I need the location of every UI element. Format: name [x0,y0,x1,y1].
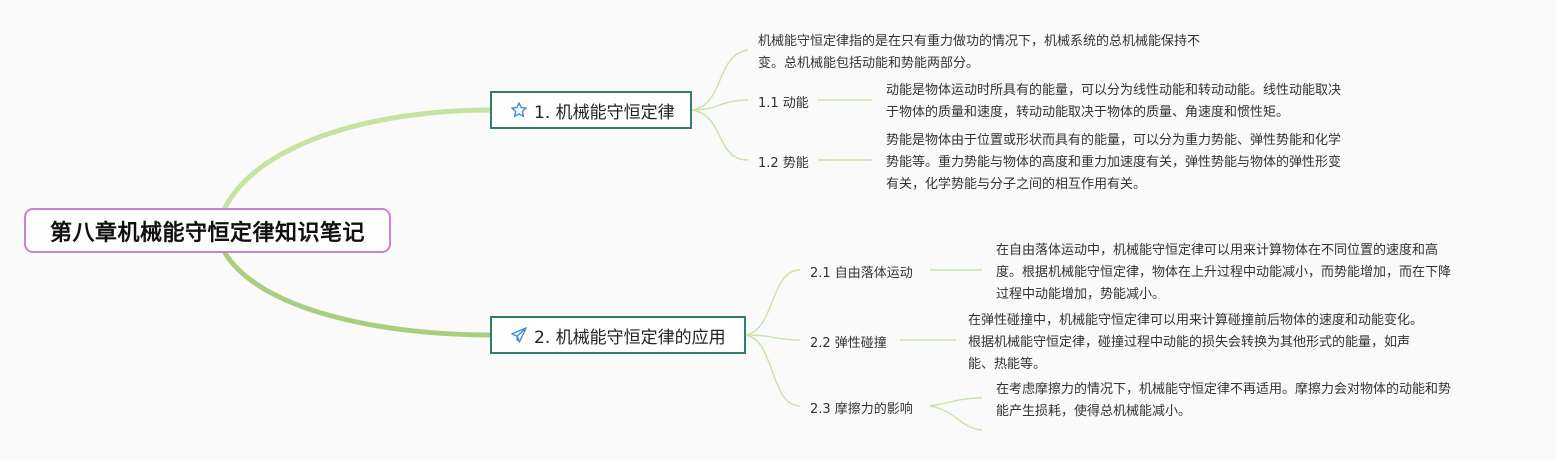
branch-1-child-2-desc[interactable]: 势能是物体由于位置或形状而具有的能量，可以分为重力势能、弹性势能和化学 势能等。… [886,130,1396,196]
desc-line: 度。根据机械能守恒定律，物体在上升过程中动能减小，而势能增加，而在下降 [996,265,1452,280]
branch-2-child-1-desc[interactable]: 在自由落体运动中，机械能守恒定律可以用来计算物体在不同位置的速度和高 度。根据机… [996,240,1516,306]
branch-2-child-1-label: 2.1 自由落体运动 [810,266,913,281]
branch-2-child-2-desc[interactable]: 在弹性碰撞中，机械能守恒定律可以用来计算碰撞前后物体的速度和动能变化。 根据机械… [968,310,1488,376]
connector-branch-1-child-2 [691,109,749,161]
connector-branch-2-child-2 [745,334,801,341]
connector-root-branch-1 [222,107,493,211]
connector-branch-1-intro [691,49,749,111]
connector-child-2-3-desc-bottom [929,405,983,431]
desc-line: 势能是物体由于位置或形状而具有的能量，可以分为重力势能、弹性势能和化学 [886,133,1342,148]
branch-2-child-1[interactable]: 2.1 自由落体运动 [810,262,913,281]
star-icon [511,102,527,118]
desc-line: 有关，化学势能与分子之间的相互作用有关。 [886,177,1147,192]
desc-line: 在考虑摩擦力的情况下，机械能守恒定律不再适用。摩擦力会对物体的动能和势 [996,382,1452,397]
desc-line: 能、热能等。 [968,357,1047,372]
connector-child-2-3-desc-top [929,397,983,407]
branch-1-child-2-label: 1.2 势能 [758,156,809,171]
desc-line: 动能是物体运动时所具有的能量，可以分为线性动能和转动动能。线性动能取决 [886,83,1342,98]
branch-1-intro[interactable]: 机械能守恒定律指的是在只有重力做功的情况下，机械系统的总机械能保持不 变。总机械… [758,31,1258,75]
desc-line: 于物体的质量和速度，转动动能取决于物体的质量、角速度和惯性矩。 [886,105,1290,120]
branch-1-label: 1. 机械能守恒定律 [534,102,675,123]
connector-branch-2-child-3 [745,334,801,407]
branch-1-child-1[interactable]: 1.1 动能 [758,92,809,111]
connector-branch-2-child-1 [745,269,801,336]
paper-plane-icon [511,327,527,343]
desc-line: 能产生损耗，使得总机械能减小。 [996,404,1192,419]
root-topic[interactable]: 第八章机械能守恒定律知识笔记 [24,208,391,253]
root-topic-label: 第八章机械能守恒定律知识笔记 [49,220,365,246]
branch-2-label: 2. 机械能守恒定律的应用 [534,327,726,348]
branch-2-child-2-label: 2.2 弹性碰撞 [810,336,887,351]
connector-root-branch-2 [222,250,493,338]
branch-1-child-1-label: 1.1 动能 [758,96,809,111]
branch-1-intro-line: 变。总机械能包括动能和势能两部分。 [758,56,980,71]
branch-2-topic[interactable]: 2. 机械能守恒定律的应用 [490,316,746,354]
branch-2-child-3-label: 2.3 摩擦力的影响 [810,402,913,417]
branch-2-child-3[interactable]: 2.3 摩擦力的影响 [810,398,913,417]
desc-line: 过程中动能增加，势能减小。 [996,287,1166,302]
branch-2-child-3-desc[interactable]: 在考虑摩擦力的情况下，机械能守恒定律不再适用。摩擦力会对物体的动能和势 能产生损… [996,379,1516,423]
connector-branch-1-child-1 [691,99,749,111]
branch-1-child-1-desc[interactable]: 动能是物体运动时所具有的能量，可以分为线性动能和转动动能。线性动能取决 于物体的… [886,80,1396,124]
branch-1-intro-line: 机械能守恒定律指的是在只有重力做功的情况下，机械系统的总机械能保持不 [758,34,1201,49]
desc-line: 根据机械能守恒定律，碰撞过程中动能的损失会转换为其他形式的能量，如声 [968,335,1411,350]
desc-line: 势能等。重力势能与物体的高度和重力加速度有关，弹性势能与物体的弹性形变 [886,155,1342,170]
branch-1-topic[interactable]: 1. 机械能守恒定律 [490,91,692,129]
desc-line: 在自由落体运动中，机械能守恒定律可以用来计算物体在不同位置的速度和高 [996,243,1439,258]
branch-1-child-2[interactable]: 1.2 势能 [758,152,809,171]
branch-2-child-2[interactable]: 2.2 弹性碰撞 [810,332,887,351]
desc-line: 在弹性碰撞中，机械能守恒定律可以用来计算碰撞前后物体的速度和动能变化。 [968,313,1424,328]
